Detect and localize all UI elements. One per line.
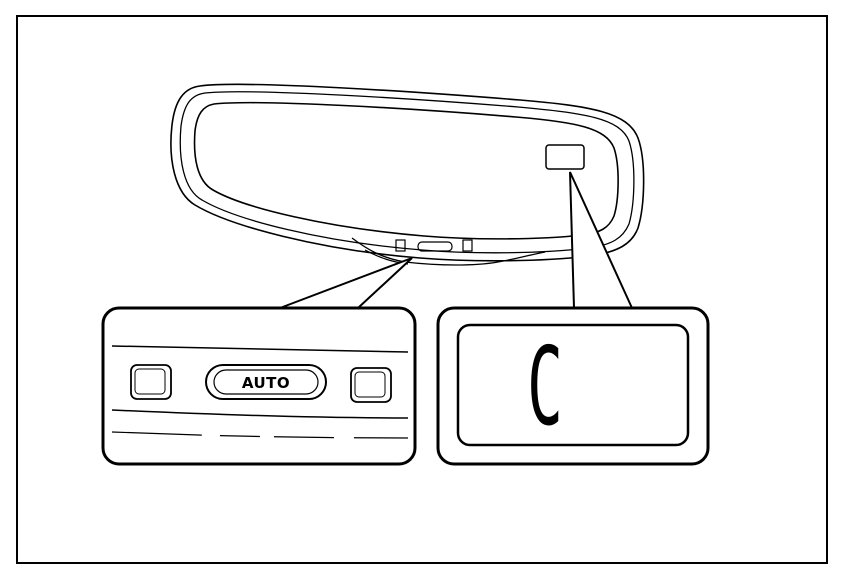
button-panel-contour-lower <box>111 431 409 439</box>
button-panel-contour-top <box>111 345 409 353</box>
auto-button[interactable]: AUTO <box>205 364 327 400</box>
display-character: C <box>527 324 563 450</box>
button-panel-contour-bottom <box>111 409 409 419</box>
callout-leaders <box>279 171 633 309</box>
auto-button-inner <box>213 369 319 395</box>
mirror-small-left-button <box>395 239 406 252</box>
mirror-small-auto-button <box>417 241 453 252</box>
square-button-icon <box>130 364 172 400</box>
right-button-inner <box>354 371 386 398</box>
mirror-display-window <box>545 144 585 170</box>
button-panel-callout: AUTO <box>101 306 417 466</box>
display-callout: C <box>436 306 710 466</box>
auto-button-outer <box>205 364 327 400</box>
left-button[interactable] <box>130 364 172 400</box>
square-button-icon <box>350 367 392 403</box>
auto-button-label: AUTO <box>242 374 290 392</box>
leader-display <box>569 171 633 309</box>
compass-display-icon <box>456 323 690 447</box>
diagram-frame <box>16 15 828 564</box>
mirror-housing-bottom <box>351 237 546 266</box>
leader-buttons <box>279 257 413 309</box>
left-button-inner <box>134 368 166 395</box>
right-button[interactable] <box>350 367 392 403</box>
mirror-small-right-button <box>462 239 473 252</box>
